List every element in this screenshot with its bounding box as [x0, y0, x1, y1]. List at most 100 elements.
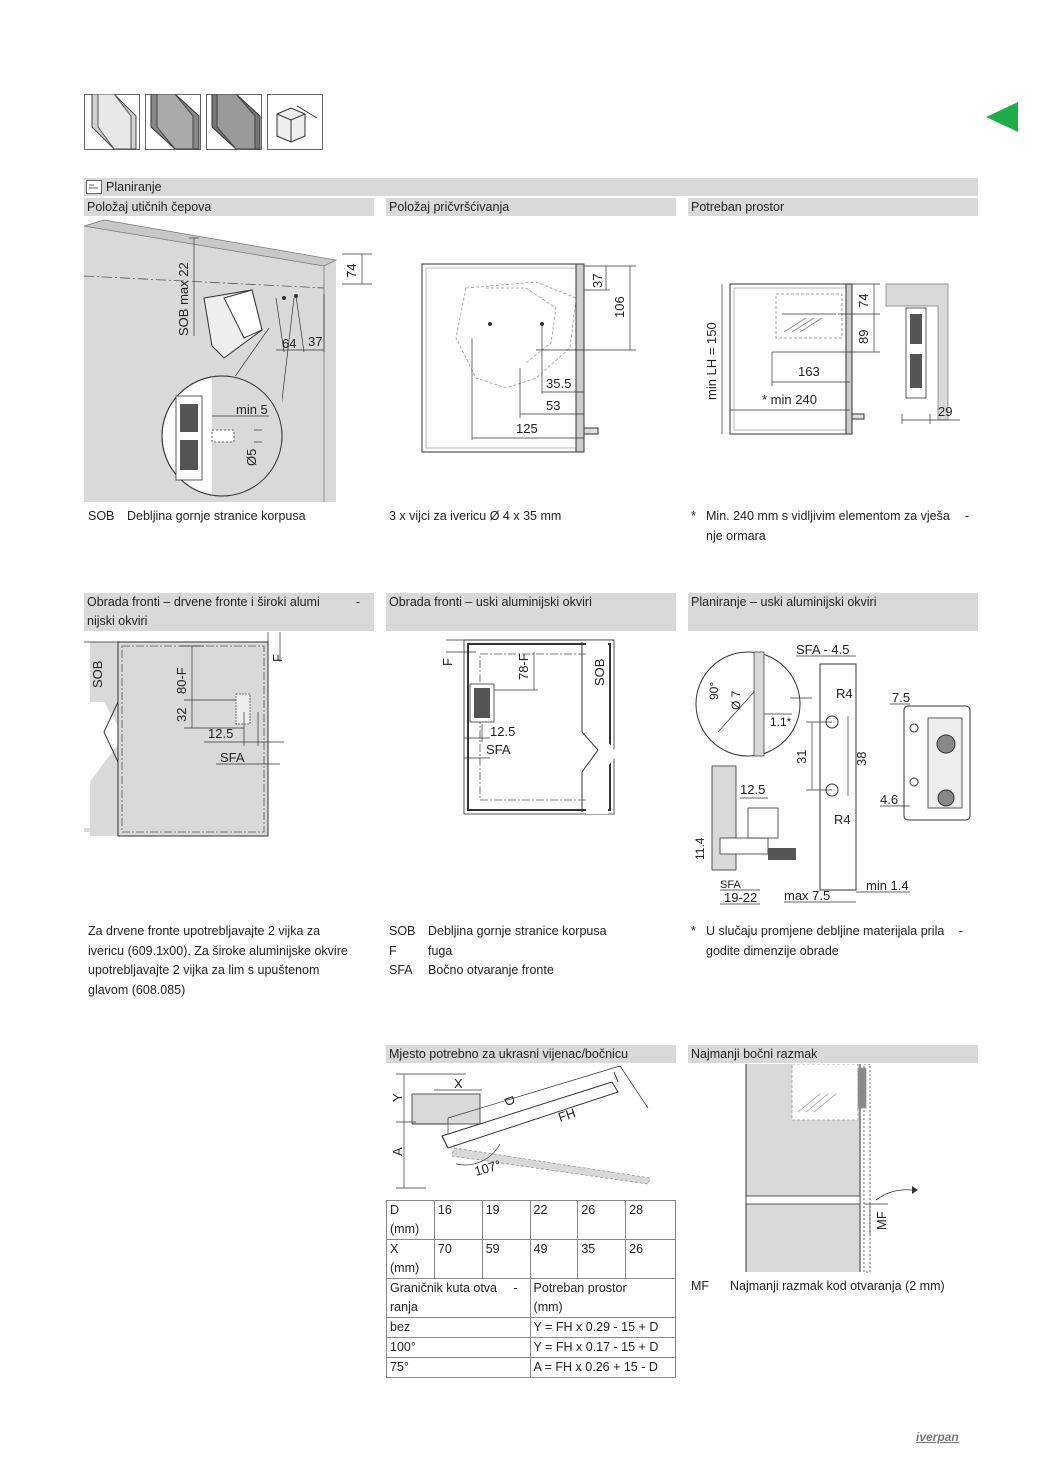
note-line2: godite dimenzije obrade: [706, 943, 839, 958]
dim-37: 37: [590, 274, 605, 288]
dim-a: A: [390, 1147, 405, 1156]
table-cell: D (mm): [386, 1200, 435, 1240]
dim-78-f: 78-F: [516, 653, 531, 680]
table-cell: 75°: [386, 1357, 531, 1378]
planning-label: Planiranje: [106, 180, 162, 194]
thumbnail-3: [206, 93, 262, 150]
dim-37: 37: [308, 334, 322, 349]
section-title-razmak: Najmanji bočni razmak: [688, 1045, 978, 1063]
title-hyphen: -: [355, 595, 360, 609]
dim-107deg: 107°: [473, 1157, 503, 1179]
dim-d: D: [501, 1094, 518, 1108]
dim-53: 53: [546, 398, 560, 413]
section-title-obrada-drvene: Obrada fronti – drvene fronte i široki a…: [84, 593, 374, 631]
table-row: bez Y = FH x 0.29 - 15 + D: [386, 1317, 677, 1338]
planning-icon: [86, 180, 102, 194]
dim-fh: FH: [556, 1105, 577, 1125]
legend-key: SOB: [389, 924, 416, 938]
diagram-pricvrscivanja: 37 106 35.5 53 125: [386, 218, 676, 504]
dim-min-1-4: min 1.4: [866, 878, 909, 893]
table-cell: 70: [433, 1239, 483, 1279]
legend-key: SFA: [389, 963, 413, 977]
note-prostor: * Min. 240 mm s vidljivim elementom za v…: [691, 507, 977, 546]
note-planiranje-uski: * U slučaju promjene debljine materijala…: [691, 922, 977, 961]
dim-sob: SOB: [90, 661, 105, 688]
table-row: 100° Y = FH x 0.17 - 15 + D: [386, 1337, 677, 1358]
dim-90deg: 90°: [707, 682, 721, 700]
head-left-hyphen: -: [513, 1281, 518, 1295]
dim-sfa: SFA: [720, 879, 741, 891]
table-cell: 100°: [386, 1337, 531, 1358]
dim-74: 74: [856, 294, 871, 308]
dim-mf: MF: [874, 1211, 889, 1230]
lift-drawing: [791, 1063, 867, 1121]
dim-sfa: SFA: [486, 742, 511, 757]
section-title-prostor: Potreban prostor: [688, 198, 978, 216]
dim-min-lh-150: min LH = 150: [704, 322, 719, 400]
legend-key: F: [389, 943, 397, 958]
table-cell: bez: [386, 1317, 531, 1338]
dim-sob: SOB: [592, 659, 607, 686]
diagram-obrada-drvene: SOB F 80-F 32 12.5 SFA: [84, 632, 374, 844]
legend-value: fuga: [428, 943, 453, 958]
lift-drawing: [775, 293, 843, 339]
planning-bar: Planiranje: [84, 178, 978, 196]
diagram-razmak: MF: [688, 1063, 978, 1274]
table-cell: 26: [577, 1200, 627, 1240]
dim-max-7-5: max 7.5: [784, 888, 830, 903]
legend-key: SOB: [88, 509, 115, 523]
dim-31: 31: [794, 750, 809, 764]
thumbnail-strip: [84, 93, 324, 150]
dim-7-5: 7.5: [892, 690, 910, 705]
head-left-line1: Graničnik kuta otva: [390, 1281, 497, 1295]
dim-12-5: 12.5: [208, 726, 233, 741]
note-hyphen: -: [964, 509, 969, 523]
note-line1: U slučaju promjene debljine materijala p…: [706, 924, 945, 938]
dim-163: 163: [798, 364, 820, 379]
thumbnail-4: [267, 94, 323, 150]
legend-row: SFA Bočno otvaranje fronte: [389, 961, 675, 981]
dim-125: 125: [516, 421, 538, 436]
section-title-pricvrscivanja: Položaj pričvršćivanja: [386, 198, 676, 216]
space-table: D (mm) 16 19 22 26 28 X (mm) 70 59 49 35…: [386, 1200, 677, 1378]
legend-row: SOB Debljina gornje stranice korpusa: [389, 922, 675, 942]
diagram-prostor: 74 89 min LH = 150 163 * min 240 29: [688, 218, 978, 504]
table-row: X (mm) 70 59 49 35 26: [386, 1239, 676, 1279]
page-arrow-icon[interactable]: [986, 102, 1018, 132]
text-line: upotrebljavajte 2 vijka za lim s upušten…: [88, 963, 320, 977]
note-line1: Min. 240 mm s vidljivim elementom za vje…: [706, 509, 950, 523]
dim-106: 106: [612, 296, 627, 318]
legend-value: Debljina gornje stranice korpusa: [428, 924, 607, 938]
section-title-obrada-uski: Obrada fronti – uski aluminijski okviri: [386, 593, 676, 631]
dim-12-5: 12.5: [740, 782, 765, 797]
dim-32: 32: [174, 708, 189, 722]
dim-4-6: 4.6: [880, 792, 898, 807]
legend-obrada-uski: SOB Debljina gornje stranice korpusa F f…: [389, 922, 675, 981]
legend-sob-1: SOB Debljina gornje stranice korpusa: [88, 507, 374, 527]
dim-sfa-4-5: SFA - 4.5: [796, 642, 849, 657]
head-right-line1: Potreban prostor: [533, 1281, 627, 1295]
table-cell: 28: [625, 1200, 676, 1240]
dim-min5: min 5: [236, 402, 268, 417]
title-line2: nijski okviri: [87, 614, 148, 628]
note-star: *: [691, 509, 696, 523]
thumbnail-2: [145, 93, 201, 150]
text-line: glavom (608.085): [88, 982, 186, 997]
dim-x: X: [454, 1076, 463, 1091]
dim-sfa: SFA: [220, 750, 245, 765]
table-row: Graničnik kuta otva - ranja Potreban pro…: [386, 1278, 677, 1318]
table-cell: 49: [529, 1239, 579, 1279]
table-cell: 16: [433, 1200, 483, 1240]
legend-mf: MF Najmanji razmak kod otvaranja (2 mm): [691, 1277, 977, 1297]
brand-logo: iverpan: [916, 1430, 959, 1444]
table-cell: X (mm): [386, 1239, 435, 1279]
legend-value: Debljina gornje stranice korpusa: [127, 509, 306, 523]
dim-f: F: [440, 658, 455, 666]
legend-row: F fuga: [389, 942, 675, 962]
dim-o5: Ø5: [244, 449, 259, 466]
table-row: D (mm) 16 19 22 26 28: [386, 1200, 676, 1240]
table-cell: A = FH x 0.26 + 15 - D: [529, 1357, 677, 1378]
dim-r4: R4: [836, 686, 853, 701]
dim-12-5: 12.5: [490, 724, 515, 739]
text-line: Za drvene fronte upotrebljavajte 2 vijka…: [88, 924, 321, 938]
